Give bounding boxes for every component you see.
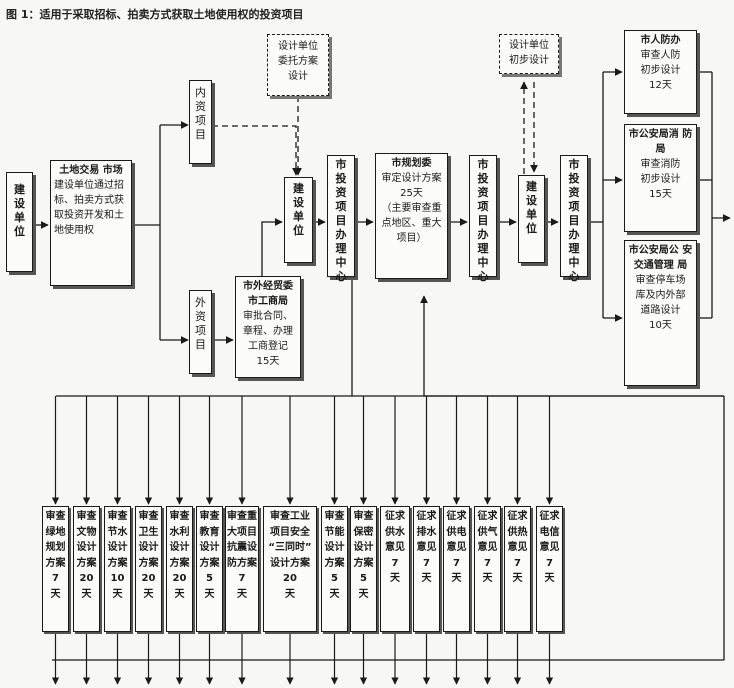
review-box-2: 审查 文物 设计 方案 20 天 (73, 506, 100, 632)
review-box-4: 审查 卫生 设计 方案 20 天 (135, 506, 162, 632)
node-foreign-trade-body: 审批合同、 章程、办理 工商登记 15天 (243, 311, 293, 367)
node-domestic-project: 内 资 项 目 (189, 80, 212, 164)
node-applicant-2: 建 设 单 位 (284, 177, 313, 263)
node-fire-title: 市公安局消 防局 (628, 129, 693, 155)
node-land-market-title: 土地交易 市场 (59, 165, 123, 176)
review-box-7: 审查重 大项目 抗震设 防方案 7 天 (225, 506, 259, 632)
node-land-market-body: 建设单位通过招 标、拍卖方式获 取投资开发和土 地使用权 (54, 180, 124, 236)
review-box-5: 审查 水利 设计 方案 20 天 (166, 506, 193, 632)
node-center-3-text: 市 投 资 项 目 办 理 中 心 (568, 158, 580, 283)
node-design-commission: 设计单位 委托方案 设计 (267, 34, 329, 96)
node-planning-commission: 市规划委 审定设计方案 25天 （主要审查重 点地区、重大 项目） (375, 153, 448, 279)
node-investment-center-3: 市 投 资 项 目 办 理 中 心 (560, 155, 588, 283)
review-box-11: 征求 供水 意见 7 天 (380, 506, 410, 632)
node-civil-defense-body: 审查人防 初步设计 12天 (640, 50, 681, 91)
review-box-6: 审查 教育 设计 方案 5 天 (196, 506, 223, 632)
node-traffic-bureau: 市公安局公 安交通管理 局 审查停车场 库及内外部 道路设计 10天 (624, 240, 697, 386)
node-investment-center-1: 市 投 资 项 目 办 理 中 心 (327, 155, 355, 283)
review-box-12: 征求 排水 意见 7 天 (413, 506, 440, 632)
node-civil-defense: 市人防办 审查人防 初步设计 12天 (624, 30, 697, 114)
node-applicant-3: 建 设 单 位 (518, 175, 545, 263)
node-civil-defense-title: 市人防办 (640, 35, 681, 46)
node-land-market: 土地交易 市场 建设单位通过招 标、拍卖方式获 取投资开发和土 地使用权 (50, 160, 132, 286)
review-box-10: 审查 保密 设计 方案 5 天 (350, 506, 377, 632)
node-planning-body: 审定设计方案 25天 （主要审查重 点地区、重大 项目） (381, 173, 442, 244)
review-box-9: 审查 节能 设计 方案 5 天 (321, 506, 348, 632)
review-box-1: 审查 绿地 规划 方案 7 天 (42, 506, 69, 632)
review-box-15: 征求 供热 意见 7 天 (504, 506, 531, 632)
review-box-14: 征求 供气 意见 7 天 (474, 506, 501, 632)
node-foreign-trade: 市外经贸委 市工商局 审批合同、 章程、办理 工商登记 15天 (235, 276, 301, 378)
node-traffic-body: 审查停车场 库及内外部 道路设计 10天 (635, 275, 686, 331)
node-fire-bureau: 市公安局消 防局 审查消防 初步设计 15天 (624, 124, 697, 232)
node-investment-center-2: 市 投 资 项 目 办 理 中 心 (469, 155, 497, 283)
node-applicant-2-text: 建 设 单 位 (293, 182, 304, 237)
node-applicant-3-text: 建 设 单 位 (526, 180, 537, 235)
node-domestic-text: 内 资 项 目 (195, 86, 206, 141)
node-fire-body: 审查消防 初步设计 15天 (640, 159, 681, 200)
review-box-16: 征求 电信 意见 7 天 (536, 506, 563, 632)
node-foreign-project: 外 资 项 目 (189, 290, 212, 374)
review-box-8: 审查工业 项目安全 “三同时” 设计方案 20 天 (263, 506, 317, 632)
review-box-13: 征求 供电 意见 7 天 (443, 506, 470, 632)
node-applicant: 建 设 单 位 (6, 172, 33, 272)
node-foreign-text: 外 资 项 目 (195, 296, 206, 351)
figure-title: 图 1：适用于采取招标、拍卖方式获取土地使用权的投资项目 (6, 8, 304, 21)
node-design-commission-text: 设计单位 委托方案 设计 (278, 41, 318, 82)
review-box-3: 审查 节水 设计 方案 10 天 (104, 506, 131, 632)
node-foreign-trade-title: 市外经贸委 市工商局 (243, 281, 293, 307)
node-applicant-text: 建 设 单 位 (14, 183, 25, 238)
node-center-2-text: 市 投 资 项 目 办 理 中 心 (477, 158, 489, 283)
node-traffic-title: 市公安局公 安交通管理 局 (628, 245, 693, 271)
node-design-initial-text: 设计单位 初步设计 (509, 40, 549, 66)
node-design-initial: 设计单位 初步设计 (499, 34, 559, 74)
node-center-1-text: 市 投 资 项 目 办 理 中 心 (335, 158, 347, 283)
node-planning-title: 市规划委 (391, 158, 432, 169)
